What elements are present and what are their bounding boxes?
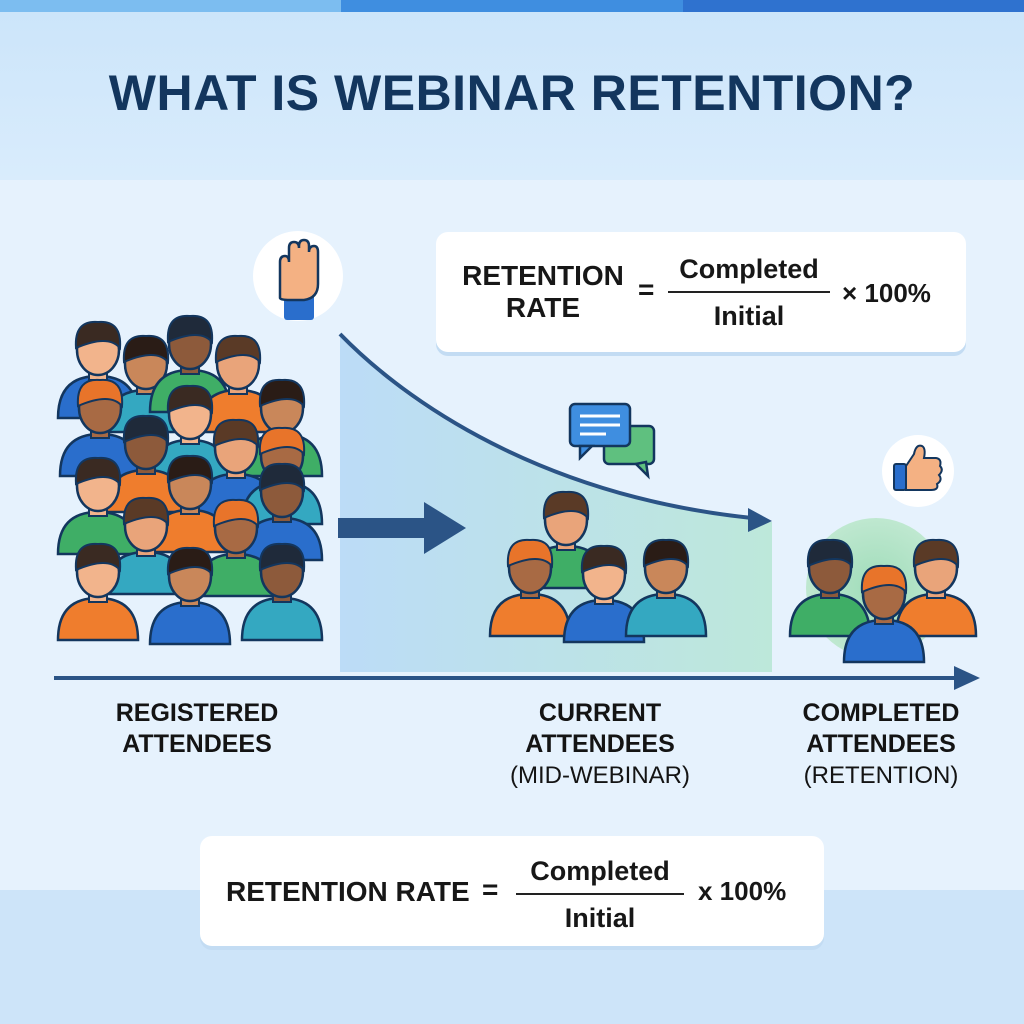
person-figure [488,538,572,638]
formula-card-bottom: RETENTION RATE = Completed Initial x 100… [200,836,824,946]
stage-subtitle: (MID-WEBINAR) [510,762,690,789]
stage-subtitle: (RETENTION) [803,762,959,789]
formula-equals: = [482,874,499,905]
header-band [0,12,1024,180]
formula-lhs: RETENTION RATE [226,876,470,907]
person-figure [56,456,140,556]
formula-lhs: RETENTION RATE [462,260,624,324]
fraction-bar [668,291,830,293]
formula-fraction: Completed Initial [516,856,684,934]
person-figure [842,564,926,664]
formula-multiplier: × 100% [842,278,931,308]
formula-fraction: Completed Initial [668,254,830,332]
formula-card-top: RETENTION RATE = Completed Initial × 100… [436,232,966,352]
retention-decay-curve [338,332,753,520]
fraction-bar [516,893,684,895]
person-figure [196,334,280,434]
stage-title: CURRENT ATTENDEES [525,699,675,758]
stage-label-registered: REGISTERED ATTENDEES [92,698,302,760]
page-title: WHAT IS WEBINAR RETENTION? [108,65,916,121]
decay-curve-arrowhead [748,508,772,532]
stage-title: COMPLETED ATTENDEES [802,699,960,758]
person-figure [58,378,142,478]
flow-arrow-head [424,502,466,554]
stage-label-completed: COMPLETED ATTENDEES (RETENTION) [776,698,986,791]
formula-numerator: Completed [679,254,819,284]
person-figure [788,538,872,638]
chat-bubbles-icon [568,402,656,480]
current-attendees-group [488,490,708,644]
timeline-axis-arrowhead [954,666,980,690]
person-figure [240,462,324,562]
completed-attendees-group [788,538,978,664]
person-figure [194,498,278,598]
person-figure [240,542,324,642]
person-figure [894,538,978,638]
person-figure [148,546,232,646]
registered-attendees-crowd [56,314,324,646]
formula-denominator: Initial [713,301,785,331]
top-accent-bar [0,0,1024,12]
formula-multiplier: x 100% [698,876,787,906]
formula-numerator: Completed [530,856,670,886]
flow-arrow-shaft [338,518,430,538]
person-figure [148,454,232,554]
person-figure [624,538,708,638]
formula-equals: = [638,274,655,305]
person-figure [104,414,188,514]
raised-hand-icon [253,231,343,321]
person-figure [104,496,188,596]
formula-denominator: Initial [564,903,636,933]
stage-label-current: CURRENT ATTENDEES (MID-WEBINAR) [490,698,710,791]
person-figure [562,544,646,644]
thumbs-up-icon [882,435,954,507]
stage-title: REGISTERED ATTENDEES [115,699,279,758]
person-figure [56,542,140,642]
